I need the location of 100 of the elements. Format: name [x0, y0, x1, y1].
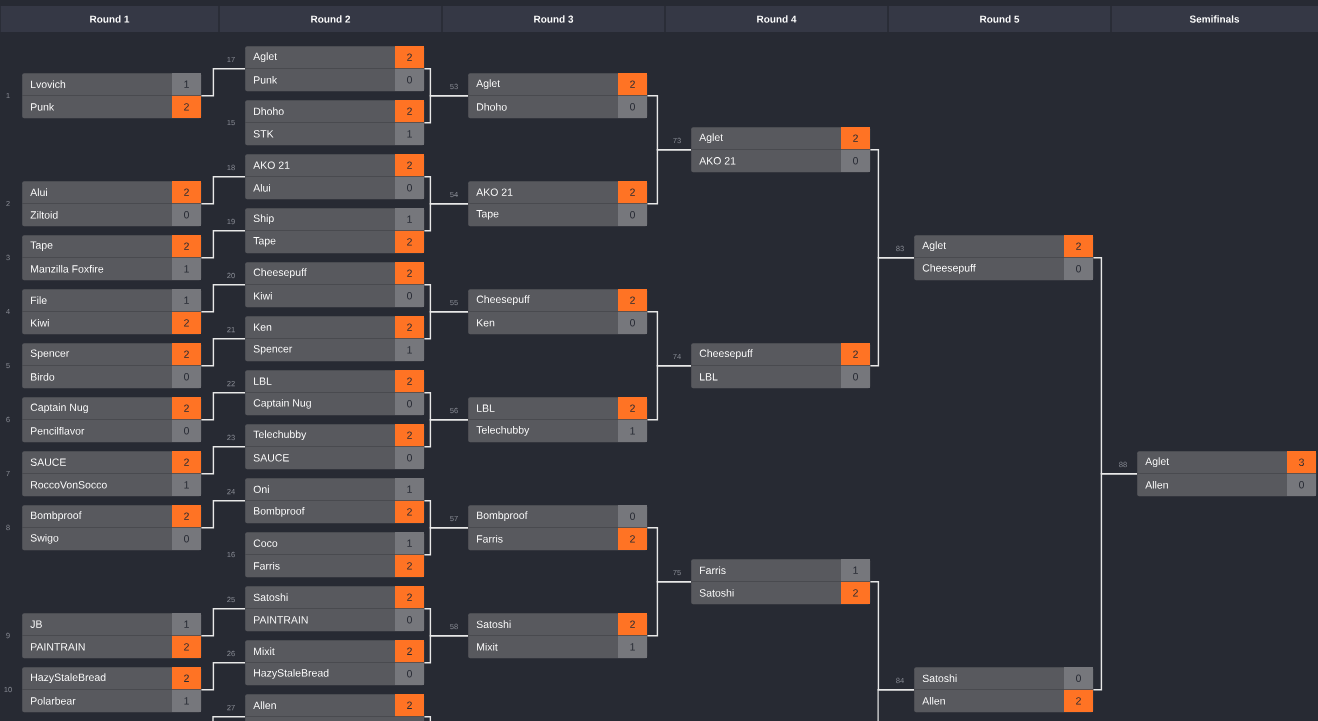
- match-card: [244, 46, 425, 92]
- score-cell: 0: [618, 95, 647, 118]
- player-name: Aglet: [922, 241, 947, 252]
- player-name: Swigo: [30, 533, 59, 544]
- player-name: Tape: [253, 237, 276, 247]
- player-name: File: [31, 296, 47, 305]
- score-cell: 0: [395, 608, 424, 631]
- column-header: Round 3: [534, 15, 574, 23]
- score-cell: 2: [618, 527, 647, 550]
- score-cell: 2: [395, 694, 424, 717]
- score-cell: 0: [618, 203, 647, 226]
- score-cell: 0: [618, 311, 647, 334]
- player-name: Telechubby: [476, 425, 530, 436]
- player-name: Allen: [1145, 480, 1168, 489]
- column-header: Round 2: [311, 15, 351, 23]
- score-cell: 2: [841, 343, 870, 366]
- match-card: [913, 235, 1094, 281]
- score-cell: 1: [841, 559, 870, 582]
- score-cell: 1: [618, 635, 647, 658]
- player-name: Cheesepuff: [922, 263, 976, 274]
- column-header: Round 5: [980, 15, 1020, 23]
- score-cell: 1: [395, 532, 424, 555]
- bracket-line: [423, 95, 469, 124]
- bracket-line: [423, 527, 469, 556]
- match-card: [244, 532, 425, 578]
- bracket-line: [200, 446, 246, 475]
- score-cell: 2: [1064, 235, 1093, 258]
- score-cell: 3: [1287, 451, 1316, 474]
- player-name: Satoshi: [253, 593, 288, 602]
- column-header: Semifinals: [1189, 15, 1240, 23]
- player-name: Cheesepuff: [253, 268, 307, 279]
- score-cell: 0: [841, 365, 870, 388]
- bracket-line: [869, 257, 915, 367]
- bracket-line: [212, 716, 246, 721]
- player-name: Alui: [253, 183, 270, 192]
- match-card: [21, 343, 202, 389]
- match-card: [1136, 451, 1317, 497]
- bracket-line: [1092, 473, 1138, 691]
- bracket-line: [877, 689, 915, 721]
- player-name: Alui: [30, 188, 47, 197]
- player-name: HazyStaleBread: [31, 673, 106, 684]
- player-name: RoccoVonSocco: [31, 481, 107, 489]
- score-cell: 2: [395, 316, 424, 339]
- player-name: Satoshi: [699, 588, 734, 597]
- player-name: Aglet: [699, 133, 724, 144]
- match-card: [244, 262, 425, 308]
- match-card: [244, 478, 425, 524]
- player-name: Cheesepuff: [699, 349, 753, 360]
- player-name: Satoshi: [476, 620, 511, 629]
- player-name: Allen: [253, 701, 276, 710]
- score-cell: 2: [618, 181, 647, 204]
- score-cell: 2: [1064, 689, 1093, 712]
- score-cell: 0: [1287, 473, 1316, 496]
- bracket-line: [200, 662, 246, 691]
- player-name: Aglet: [253, 52, 278, 63]
- score-cell: 2: [618, 397, 647, 420]
- bracket-line: [200, 608, 246, 637]
- score-cell: 0: [172, 527, 201, 550]
- score-cell: 2: [618, 289, 647, 312]
- score-cell: 2: [395, 424, 424, 447]
- player-name: Bombproof: [31, 511, 82, 522]
- player-name: AKO 21: [699, 157, 736, 165]
- match-card: [690, 559, 871, 605]
- player-name: Aglet: [1145, 457, 1170, 468]
- score-cell: 1: [618, 419, 647, 442]
- bracket-line: [423, 419, 469, 448]
- player-name: AKO 21: [253, 161, 290, 169]
- match-card: [21, 667, 202, 713]
- match-card: [467, 397, 648, 443]
- player-name: Farris: [254, 561, 280, 570]
- score-cell: 1: [172, 613, 201, 636]
- match-card: [21, 289, 202, 335]
- player-name: Oni: [253, 485, 269, 494]
- score-cell: 1: [172, 73, 201, 96]
- match-card: [467, 73, 648, 119]
- score-cell: 0: [172, 203, 201, 226]
- bracket-line: [423, 716, 432, 721]
- match-card: [21, 181, 202, 227]
- score-cell: 2: [395, 640, 424, 663]
- score-cell: 2: [618, 73, 647, 96]
- bracket-line: [200, 68, 246, 97]
- player-name: PAINTRAIN: [254, 616, 308, 624]
- player-name: Telechubby: [253, 430, 307, 441]
- column-header: Round 1: [90, 15, 130, 23]
- match-card: [244, 694, 425, 721]
- score-cell: 1: [172, 473, 201, 496]
- score-cell: 2: [395, 554, 424, 577]
- score-cell: 1: [395, 338, 424, 361]
- player-name: Punk: [254, 75, 278, 84]
- player-name: Coco: [253, 539, 278, 547]
- bracket-line: [646, 581, 692, 637]
- score-cell: 2: [395, 230, 424, 253]
- player-name: Tape: [476, 210, 499, 220]
- bracket-line: [646, 149, 692, 205]
- player-name: Farris: [700, 566, 726, 575]
- score-cell: 2: [172, 667, 201, 690]
- score-cell: 2: [172, 505, 201, 528]
- player-name: Lvovich: [31, 80, 66, 89]
- score-cell: 0: [1064, 667, 1093, 690]
- score-cell: 1: [395, 122, 424, 145]
